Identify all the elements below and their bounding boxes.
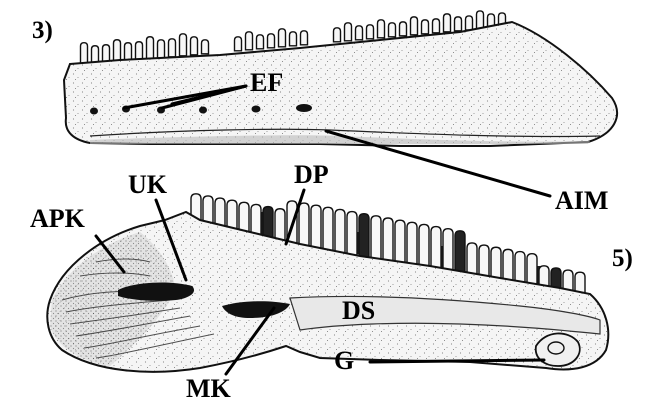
tooth: [433, 19, 440, 33]
foramen: [90, 108, 98, 115]
foramen: [199, 107, 207, 114]
tooth: [257, 35, 264, 49]
label-aim: AIM: [555, 188, 608, 214]
tooth: [422, 20, 429, 34]
tooth: [383, 218, 393, 262]
g-leader: [370, 360, 544, 362]
tooth: [301, 31, 308, 45]
tooth: [334, 28, 341, 42]
tooth: [356, 26, 363, 40]
tooth: [466, 16, 473, 30]
label-g: G: [334, 348, 354, 374]
tooth: [477, 11, 484, 29]
tooth: [311, 205, 321, 249]
label-ds: DS: [342, 298, 375, 324]
label-mk: MK: [186, 376, 231, 402]
tooth: [378, 20, 385, 38]
panel-label-5: 5): [612, 246, 633, 271]
tooth: [431, 227, 441, 271]
tooth: [290, 32, 297, 46]
tooth: [235, 37, 242, 51]
tooth: [114, 40, 121, 62]
label-uk: UK: [128, 172, 167, 198]
tooth: [136, 42, 143, 60]
label-ef: EF: [250, 70, 283, 96]
label-apk: APK: [30, 206, 85, 232]
tooth: [323, 207, 333, 251]
jaw-5: [47, 190, 608, 374]
tooth: [395, 220, 405, 264]
tooth: [81, 43, 88, 65]
tooth: [335, 209, 345, 253]
tooth: [279, 29, 286, 47]
tooth: [359, 214, 369, 258]
tooth: [202, 40, 209, 54]
tooth: [158, 40, 165, 58]
tooth: [268, 34, 275, 48]
tooth: [147, 37, 154, 59]
jaw-3: [64, 11, 617, 196]
foramen: [296, 104, 312, 112]
tooth: [400, 22, 407, 36]
tooth: [443, 229, 453, 273]
tooth: [419, 224, 429, 268]
tooth: [169, 39, 176, 57]
tooth: [180, 34, 187, 56]
tooth: [191, 37, 198, 55]
tooth: [455, 17, 462, 31]
tooth: [246, 32, 253, 50]
foramen: [252, 106, 261, 113]
tooth: [347, 212, 357, 256]
tooth: [389, 23, 396, 37]
tooth: [411, 17, 418, 35]
tooth: [455, 231, 465, 275]
label-dp: DP: [294, 162, 329, 188]
tooth: [367, 25, 374, 39]
panel-label-3: 3): [32, 18, 53, 43]
tooth: [444, 14, 451, 32]
tooth: [299, 203, 309, 247]
tooth: [345, 23, 352, 41]
tooth: [125, 43, 132, 61]
tooth: [371, 216, 381, 260]
tooth: [407, 222, 417, 266]
